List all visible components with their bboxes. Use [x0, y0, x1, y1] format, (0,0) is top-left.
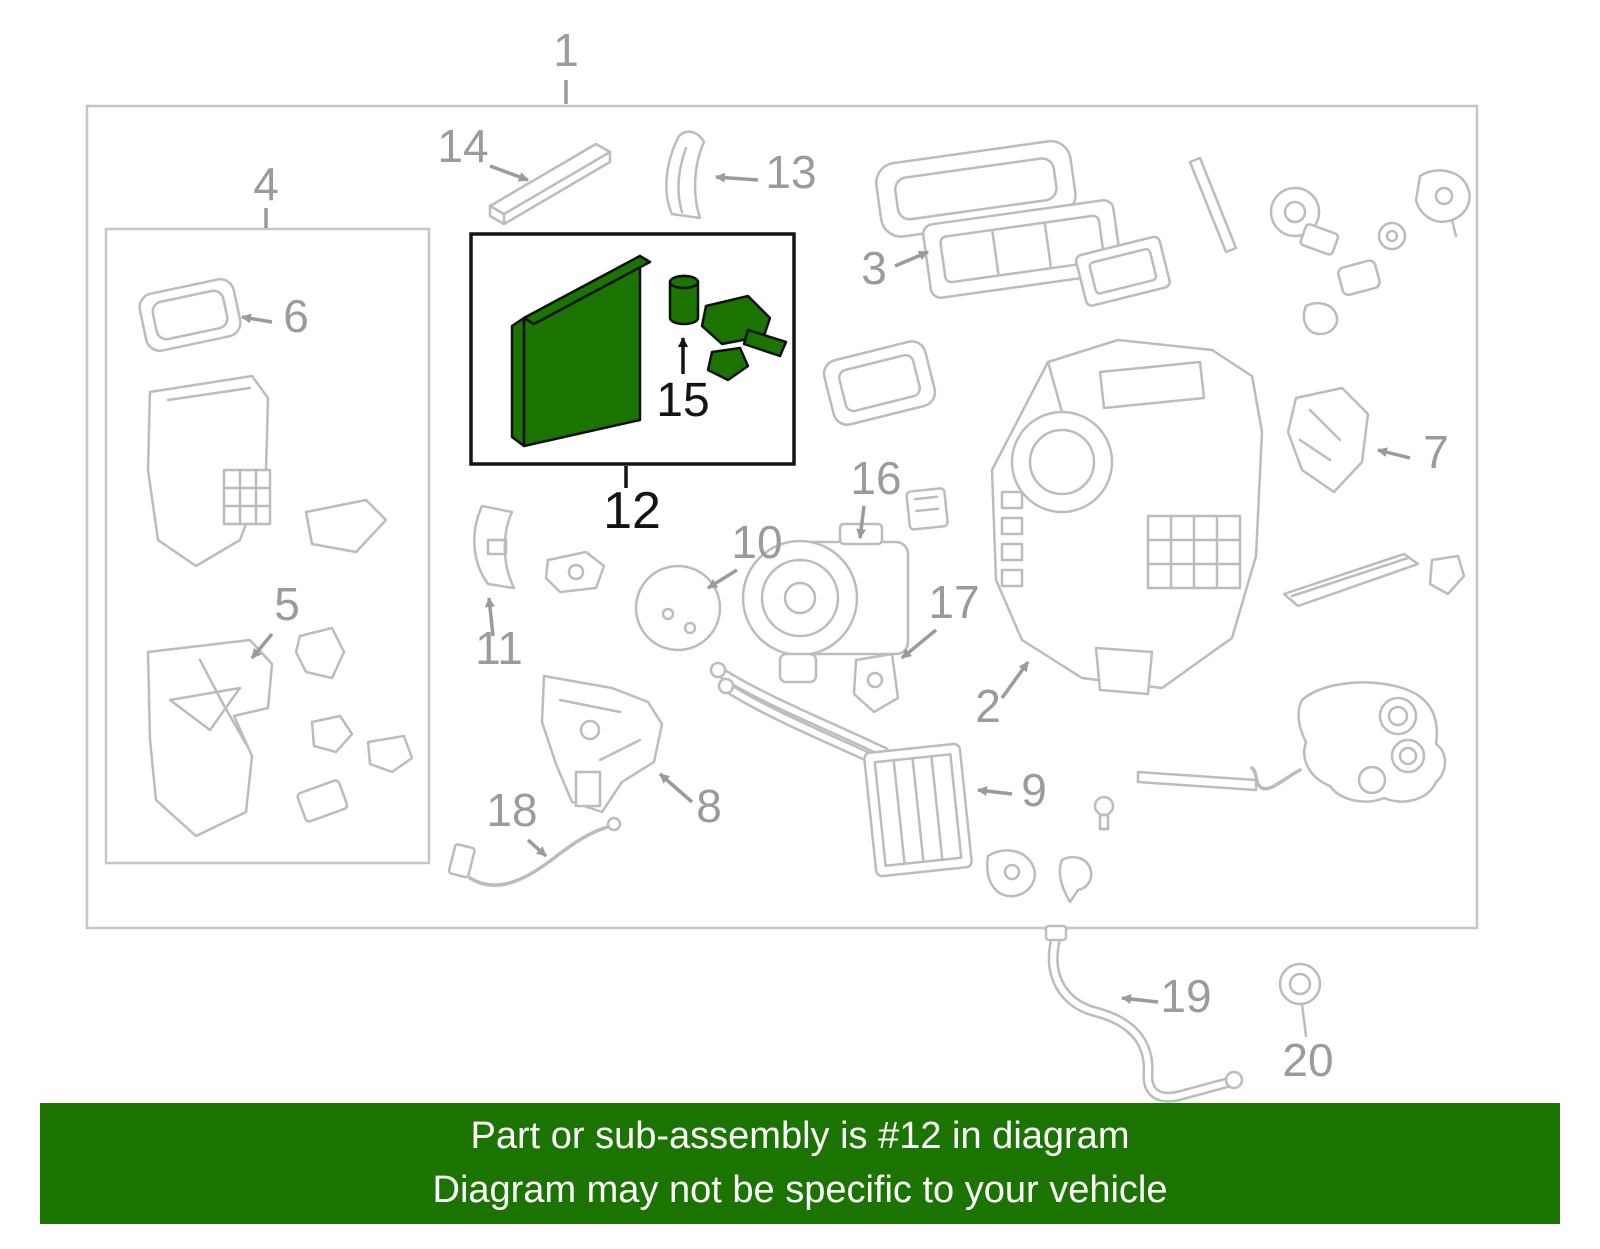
part-label-8: 8 [696, 780, 722, 832]
note-banner-line1: Part or sub-assembly is #12 in diagram [470, 1115, 1130, 1158]
part-18-drawing [447, 816, 622, 887]
note-banner-line2: Diagram may not be specific to your vehi… [432, 1168, 1168, 1211]
part-label-6: 6 [283, 290, 309, 342]
part-8-drawing [540, 674, 664, 814]
part-label-7: 7 [1423, 426, 1449, 478]
outer-assembly-box [85, 80, 1479, 930]
part-label-16: 16 [850, 452, 901, 504]
misc-right-trim [1282, 552, 1466, 608]
part-12-evaporator-core [510, 254, 652, 448]
part-labels: 1 4 14 13 3 6 12 15 16 7 10 11 5 17 2 9 … [253, 24, 1449, 1086]
part-12-highlight-box [469, 232, 796, 488]
leader-lines [241, 164, 1411, 1004]
part-9-drawing [709, 661, 973, 878]
part-7-drawing [1286, 386, 1370, 494]
part-label-20: 20 [1282, 1034, 1333, 1086]
part-2-drawing [990, 338, 1264, 696]
part-label-5: 5 [274, 578, 300, 630]
misc-bottom-parts [986, 849, 1093, 904]
part-label-12: 12 [603, 482, 661, 540]
part-3-drawing [874, 139, 1171, 307]
misc-lower-right-actuator [1093, 681, 1447, 831]
note-banner: Part or sub-assembly is #12 in diagram D… [40, 1103, 1560, 1224]
part-label-2: 2 [975, 680, 1001, 732]
part-label-15: 15 [656, 374, 709, 427]
misc-top-right-parts [1188, 156, 1471, 336]
part-label-1: 1 [553, 24, 579, 76]
misc-vent-louver [822, 340, 937, 426]
part-label-18: 18 [486, 784, 537, 836]
part-13-drawing [665, 130, 706, 220]
part-5-drawing [146, 374, 414, 838]
part-20-drawing [1278, 962, 1322, 1038]
part-10-drawing [634, 564, 722, 652]
part-6-drawing [138, 278, 242, 352]
part-17-drawing [852, 652, 900, 714]
part-16-drawing [741, 487, 949, 684]
part-19-drawing [1044, 924, 1244, 1103]
part-label-4: 4 [253, 158, 279, 210]
part-label-17: 17 [928, 576, 979, 628]
sub-assembly-box-4 [104, 208, 431, 865]
part-label-11: 11 [475, 622, 523, 674]
part-15-valve-parts [668, 274, 788, 382]
part-label-10: 10 [731, 516, 782, 568]
part-11-drawing [473, 504, 606, 594]
part-14-drawing [488, 142, 612, 226]
part-label-14: 14 [437, 120, 488, 172]
part-label-13: 13 [765, 146, 816, 198]
part-label-3: 3 [861, 242, 887, 294]
part-label-9: 9 [1021, 764, 1047, 816]
part-label-19: 19 [1160, 970, 1211, 1022]
